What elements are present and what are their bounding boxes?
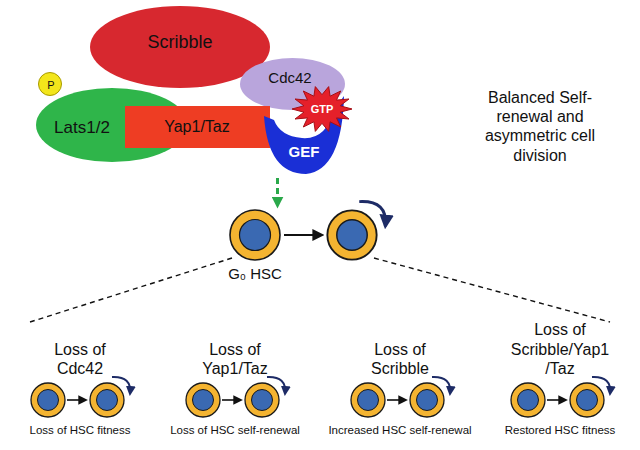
text-holder: Lats1/2 (54, 118, 110, 138)
text-holder: P (47, 79, 54, 92)
phosphate-circle: P (38, 72, 62, 96)
hsc-cell: G₀ HSC (215, 208, 295, 292)
condition-heading: Loss of Scribble (354, 340, 446, 378)
summary-note: Balanced Self-renewal and asymmetric cel… (460, 88, 620, 165)
node-label: P (47, 79, 54, 92)
outcome-note: Loss of HSC self-renewal (170, 424, 300, 438)
node-label: Lats1/2 (54, 118, 110, 138)
node-label: GTP (311, 103, 334, 116)
dashed-arrow (276, 178, 279, 205)
daughter-cell (327, 202, 385, 260)
text-holder: G₀ HSC (228, 265, 282, 282)
condition-heading: Loss of Cdc42 (34, 340, 126, 378)
node-label: Scribble (147, 32, 212, 53)
text-holder: GTP (311, 103, 334, 116)
text-holder: Yap1/Taz (164, 118, 230, 136)
node-label: Cdc42 (268, 69, 311, 86)
node-label: G₀ HSC (228, 265, 282, 282)
condition-heading: Loss of Yap1/Taz (189, 340, 281, 378)
division-arrow (284, 234, 322, 236)
text-holder: Cdc42 (268, 69, 311, 86)
node-label: Yap1/Taz (164, 118, 230, 136)
gtp-star: GTP (292, 86, 352, 132)
outcome-note: Loss of HSC fitness (30, 424, 131, 438)
text-holder: Scribble (147, 32, 212, 53)
outcome-note: Increased HSC self-renewal (328, 424, 471, 438)
fan-line (374, 258, 610, 322)
protein-box: Yap1/Taz (125, 106, 270, 148)
fan-line (30, 258, 232, 322)
node-label: GEF (289, 143, 320, 160)
outcome-note: Restored HSC fitness (505, 424, 616, 438)
text-holder: GEF (289, 143, 320, 160)
condition-heading: Loss of Scribble/Yap1 /Taz (498, 320, 622, 378)
